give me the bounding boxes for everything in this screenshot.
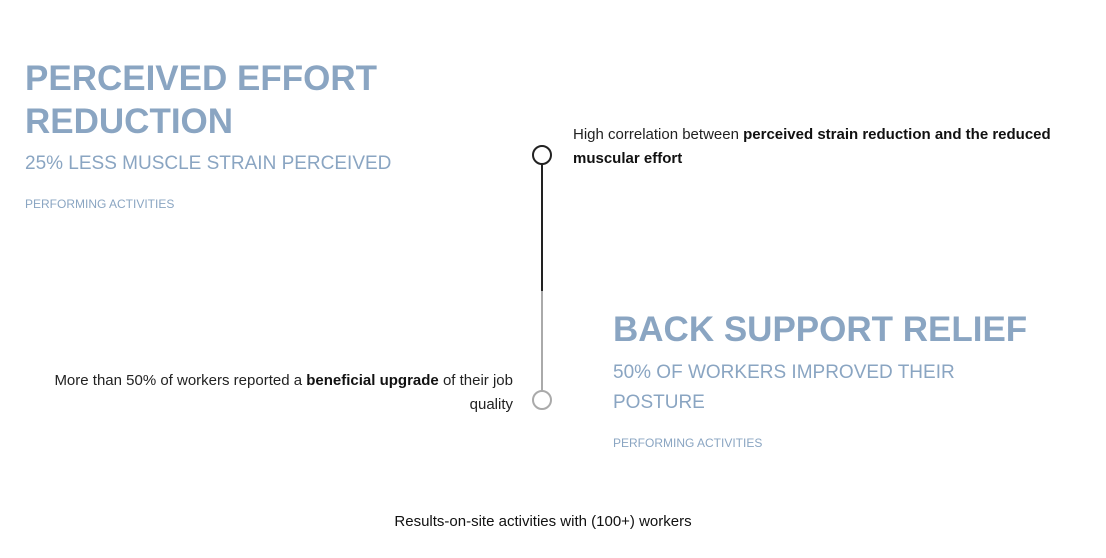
- subtitle-line: POSTURE: [613, 392, 705, 413]
- timeline-node-top: [532, 145, 552, 165]
- note-bold: beneficial upgrade: [306, 372, 439, 389]
- timeline-node-bottom: [532, 390, 552, 410]
- note-strain: High correlation between perceived strai…: [573, 123, 1093, 171]
- subtitle-line: 50% OF WORKERS IMPROVED THEIR: [613, 362, 955, 383]
- title-line: PERCEIVED EFFORT: [25, 59, 377, 98]
- block2-subtitle: 50% OF WORKERS IMPROVED THEIR POSTURE: [613, 358, 955, 418]
- footer-caption: Results-on-site activities with (100+) w…: [394, 513, 692, 530]
- block1-subtitle: 25% LESS MUSCLE STRAIN PERCEIVED: [25, 153, 392, 174]
- note-bold: perceived strain reduction and the reduc…: [573, 126, 1051, 167]
- note-text: High correlation between: [573, 126, 744, 143]
- note-text: More than 50% of workers reported a: [54, 372, 307, 389]
- note-upgrade: More than 50% of workers reported a bene…: [12, 369, 513, 417]
- block1-title: PERCEIVED EFFORT REDUCTION: [25, 57, 377, 143]
- timeline: [532, 145, 552, 410]
- note-text: of their job quality: [438, 372, 513, 413]
- title-line: REDUCTION: [25, 102, 234, 141]
- block2-title: BACK SUPPORT RELIEF: [613, 310, 1028, 349]
- block1-caption: PERFORMING ACTIVITIES: [25, 197, 175, 211]
- block2-caption: PERFORMING ACTIVITIES: [613, 436, 763, 450]
